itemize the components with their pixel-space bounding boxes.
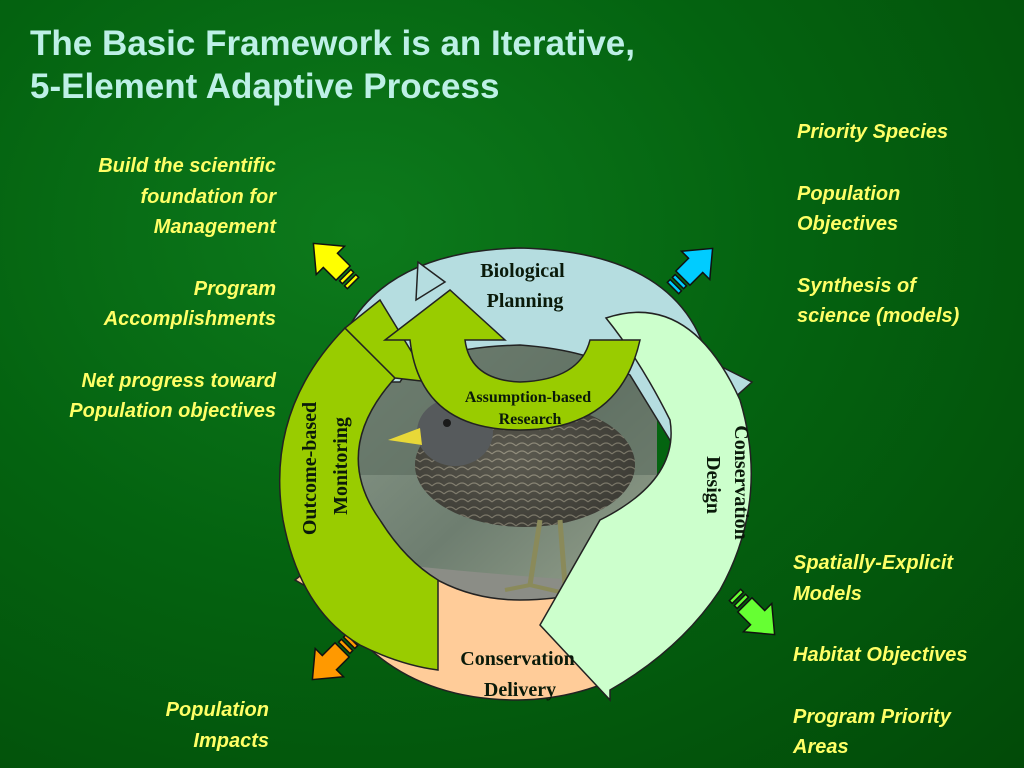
note-line: Program bbox=[193, 277, 276, 300]
label-line: Design bbox=[702, 456, 724, 514]
svg-text:Conservation Design: Conservation Design bbox=[702, 425, 752, 544]
research-segment bbox=[382, 289, 641, 431]
note-line: Impacts bbox=[193, 729, 269, 752]
note-line: Synthesis of bbox=[797, 274, 916, 297]
label-line: Research bbox=[499, 411, 562, 428]
notes-bottom-right: Spatially-Explicit Models Habitat Object… bbox=[793, 548, 1023, 763]
page-title: The Basic Framework is an Iterative, 5-E… bbox=[30, 22, 635, 108]
label-line: Outcome-based bbox=[299, 402, 321, 535]
label-line: Planning bbox=[487, 290, 564, 312]
label-line: Assumption-based bbox=[465, 389, 591, 406]
note-line: Net progress toward bbox=[81, 369, 276, 392]
label-line: Conservation bbox=[730, 425, 752, 539]
note-line: Areas bbox=[793, 736, 849, 758]
title-line-2: 5-Element Adaptive Process bbox=[30, 67, 500, 106]
label-conservation-delivery: Conservation Delivery bbox=[460, 648, 579, 701]
note-line: Objectives bbox=[797, 213, 899, 235]
note-line: Priority Species bbox=[797, 121, 949, 143]
note-line: Habitat Objectives bbox=[793, 644, 968, 666]
note-line: foundation for bbox=[140, 185, 276, 208]
notes-top-right: Priority Species Population Objectives S… bbox=[797, 117, 1017, 332]
title-line-1: The Basic Framework is an Iterative, bbox=[30, 24, 635, 63]
label-outcome-monitoring: Outcome-based Monitoring bbox=[299, 397, 352, 535]
planning-segment bbox=[329, 247, 754, 452]
label-line: Delivery bbox=[484, 679, 556, 701]
svg-text:Outcome-based Monitoring: Outcome-based Monitoring bbox=[299, 397, 352, 535]
label-assumption-research: Assumption-based Research bbox=[465, 389, 595, 428]
monitoring-segment bbox=[278, 326, 439, 671]
arrow-down-right-icon bbox=[728, 588, 776, 636]
notes-top-left: Build the scientific foundation for Mana… bbox=[0, 151, 276, 427]
label-line: Conservation bbox=[460, 648, 574, 670]
note-line: Population bbox=[797, 182, 901, 205]
design-segment bbox=[539, 311, 752, 702]
label-biological-planning: Biological Planning bbox=[480, 260, 569, 312]
arrow-up-left-icon bbox=[312, 242, 360, 290]
note-line: Population bbox=[165, 699, 269, 721]
note-line: Management bbox=[153, 216, 276, 238]
arrow-up-right-icon bbox=[666, 247, 714, 295]
notes-bottom-left: Population Impacts bbox=[69, 695, 269, 756]
note-line: Population objectives bbox=[69, 400, 276, 422]
label-conservation-design: Conservation Design bbox=[702, 425, 752, 544]
label-line: Monitoring bbox=[330, 417, 352, 515]
note-line: science (models) bbox=[797, 305, 960, 327]
note-line: Spatially-Explicit bbox=[793, 552, 954, 574]
note-line: Build the scientific bbox=[98, 155, 276, 177]
note-line: Program Priority bbox=[793, 705, 951, 728]
note-line: Accomplishments bbox=[103, 308, 276, 330]
label-line: Biological bbox=[480, 260, 565, 282]
arrow-down-left-icon bbox=[311, 633, 359, 681]
note-line: Models bbox=[793, 582, 862, 605]
